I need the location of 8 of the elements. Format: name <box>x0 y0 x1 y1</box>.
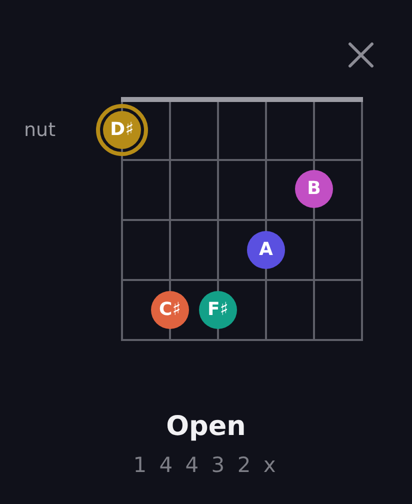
nut-label: nut <box>24 119 56 141</box>
note-dot: B <box>295 170 333 208</box>
fingering-numbers: 1 4 4 3 2 x <box>133 453 279 477</box>
root-note-dot: D♯ <box>96 104 148 156</box>
chord-name: Open <box>166 411 246 442</box>
note-dot: C♯ <box>151 291 189 329</box>
note-dot: A <box>247 231 285 269</box>
note-dot: F♯ <box>199 291 237 329</box>
